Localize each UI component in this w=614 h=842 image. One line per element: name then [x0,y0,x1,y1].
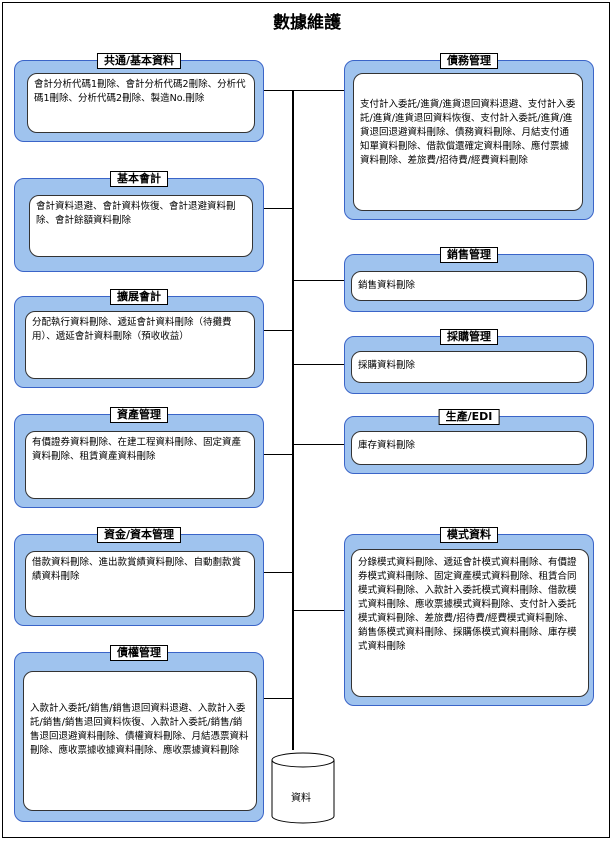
panel-payable-body: 支付計入委託/進貨/進貨退回資料退避、支付計入委託/進貨/進貨退回資料恢復、支付… [353,73,583,211]
connector-purchase [292,364,344,365]
panel-extended-accounting: 擴展會計 分配執行資料刪除、遞延會計資料刪除（待攤費用）、遞延會計資料刪除（預收… [14,289,264,388]
panel-purchase-body: 採購資料刪除 [351,351,587,383]
database-cylinder-icon [271,752,335,824]
panel-production-body: 庫存資料刪除 [351,431,587,465]
panel-templates-title: 模式資料 [440,527,498,543]
connector-receivable [264,698,294,699]
panel-basic-accounting-title: 基本會計 [110,171,168,187]
panel-asset-title: 資產管理 [110,407,168,423]
trunk-line-vertical [292,90,294,750]
panel-extended-accounting-title: 擴展會計 [110,289,168,305]
panel-receivable: 債權管理 入款計入委託/銷售/銷售退回資料退避、入款計入委託/銷售/銷售退回資料… [14,645,264,822]
panel-payable: 債務管理 支付計入委託/進貨/進貨退回資料退避、支付計入委託/進貨/進貨退回資料… [344,53,594,220]
panel-extended-accounting-body: 分配執行資料刪除、遞延會計資料刪除（待攤費用）、遞延會計資料刪除（預收收益） [25,311,255,379]
panel-production-title: 生產/EDI [438,409,500,425]
panel-sales-body: 銷售資料刪除 [351,271,587,301]
panel-payable-title: 債務管理 [440,53,498,69]
panel-receivable-body: 入款計入委託/銷售/銷售退回資料退避、入款計入委託/銷售/銷售退回資料恢復、入款… [23,671,257,811]
database-label: 資料 [291,793,311,804]
panel-templates: 模式資料 分錄模式資料刪除、遞延會計模式資料刪除、有價證券模式資料刪除、固定資產… [344,527,594,706]
panel-sales-title: 銷售管理 [440,247,498,263]
panel-basic-accounting: 基本會計 會計資料退避、會計資料恢復、會計退避資料刪除、會計餘額資料刪除 [14,171,264,272]
page-title: 數據維護 [273,13,341,33]
panel-fund-body: 借款資料刪除、進出款賞績資料刪除、自動劃款賞績資料刪除 [25,551,255,617]
panel-common-body: 會計分析代碼1刪除、會計分析代碼2刪除、分析代碼1刪除、分析代碼2刪除、製造No… [27,73,255,133]
connector-asset [264,454,294,455]
panel-templates-body: 分錄模式資料刪除、遞延會計模式資料刪除、有價證券模式資料刪除、固定資產模式資料刪… [351,549,589,697]
connector-templates [292,610,344,611]
connector-sales [292,280,344,281]
connector-common [264,90,344,91]
panel-production: 生產/EDI 庫存資料刪除 [344,409,594,474]
panel-purchase: 採購管理 採購資料刪除 [344,329,594,394]
panel-asset-body: 有價證券資料刪除、在建工程資料刪除、固定資產資料刪除、租賃資產資料刪除 [25,431,255,499]
connector-basic-accounting [264,208,294,209]
panel-fund: 資金/資本管理 借款資料刪除、進出款賞績資料刪除、自動劃款賞績資料刪除 [14,527,264,626]
panel-common: 共通/基本資料 會計分析代碼1刪除、會計分析代碼2刪除、分析代碼1刪除、分析代碼… [14,53,264,142]
connector-production [292,444,344,445]
panel-purchase-title: 採購管理 [440,329,498,345]
panel-receivable-title: 債權管理 [110,645,168,661]
connector-fund [264,572,294,573]
panel-common-title: 共通/基本資料 [96,53,182,69]
panel-fund-title: 資金/資本管理 [96,527,182,543]
panel-basic-accounting-body: 會計資料退避、會計資料恢復、會計退避資料刪除、會計餘額資料刪除 [29,195,253,257]
panel-asset: 資產管理 有價證券資料刪除、在建工程資料刪除、固定資產資料刪除、租賃資產資料刪除 [14,407,264,508]
connector-extended-accounting [264,330,294,331]
panel-sales: 銷售管理 銷售資料刪除 [344,247,594,312]
